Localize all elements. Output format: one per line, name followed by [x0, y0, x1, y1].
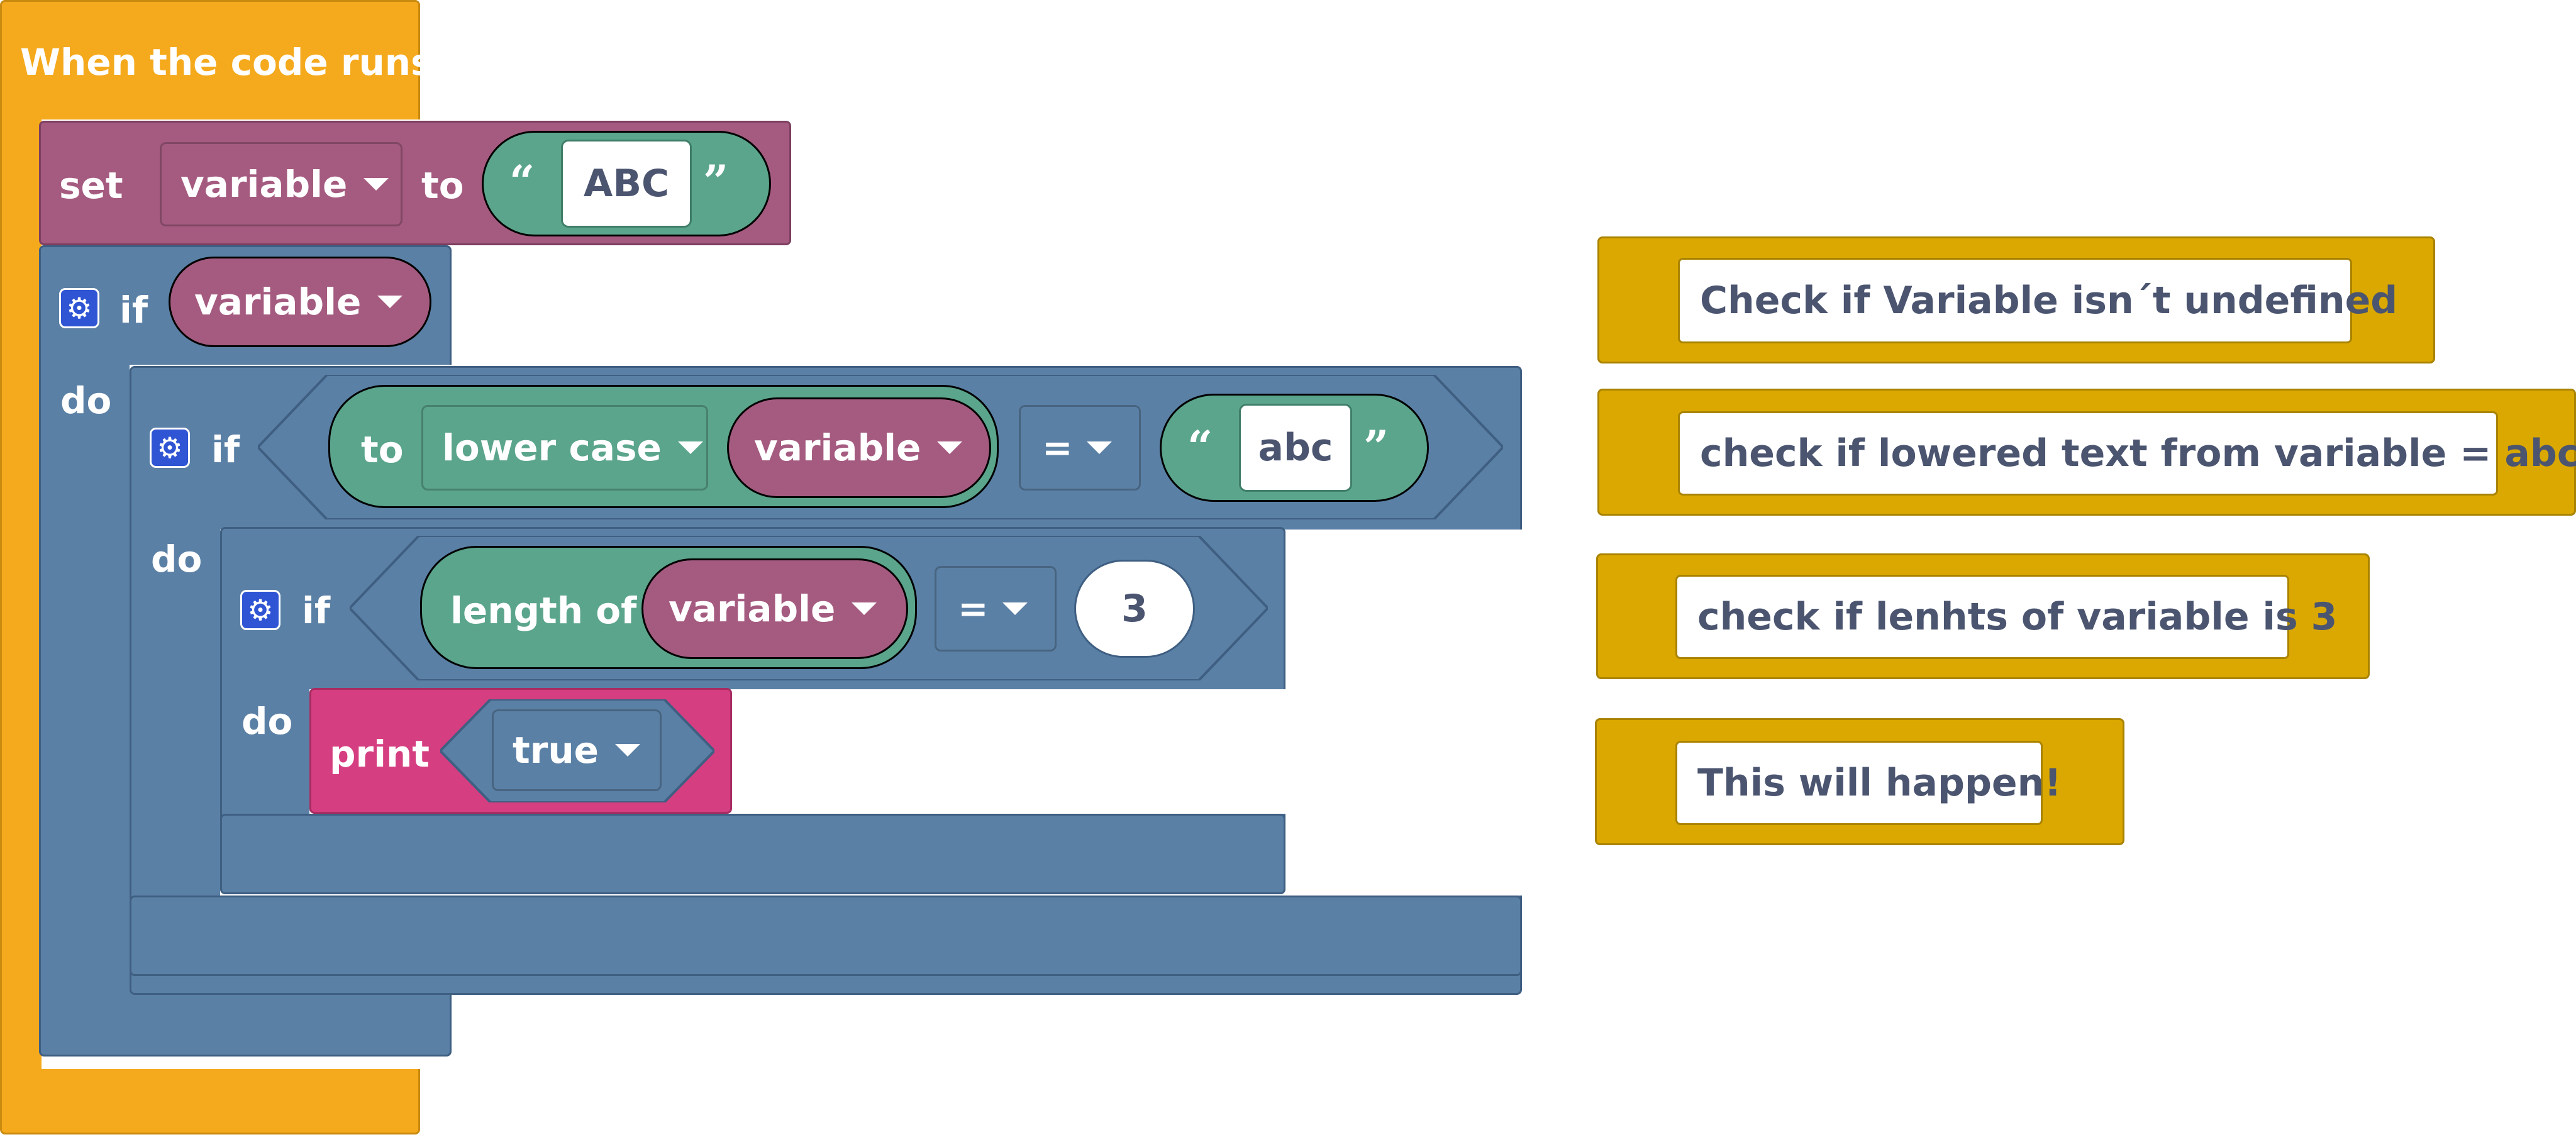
dropdown-arrow-icon: [377, 296, 403, 308]
dropdown-arrow-icon: [937, 441, 963, 454]
dropdown-label: variable: [194, 280, 362, 323]
comment-text-1[interactable]: Check if Variable isn´t undefined: [1678, 258, 2397, 343]
compare-operator-dropdown[interactable]: =: [1019, 405, 1141, 491]
comment-text-2[interactable]: check if lowered text from variable = ab…: [1678, 411, 2576, 496]
boolean-dropdown[interactable]: true: [492, 709, 662, 791]
gear-icon[interactable]: ⚙: [59, 288, 99, 328]
if-block-2-do-label: do: [151, 538, 203, 580]
dropdown-arrow-icon: [852, 602, 877, 615]
dropdown-label: variable: [669, 587, 836, 630]
if-block-3-bottom-bar: [220, 814, 1285, 894]
if-block-1-do-label: do: [60, 379, 112, 422]
dropdown-arrow-icon: [364, 178, 389, 191]
event-block-label: When the code runs: [20, 41, 433, 84]
set-label: set: [59, 164, 123, 207]
dropdown-label: true: [513, 729, 599, 772]
length-of-label: length of: [450, 589, 637, 632]
length-variable-dropdown[interactable]: variable: [648, 570, 904, 648]
dropdown-label: variable: [180, 163, 348, 206]
gear-icon[interactable]: ⚙: [150, 428, 190, 468]
if-block-1-if-label: if: [119, 289, 148, 331]
quote-open-icon: “: [509, 155, 535, 208]
gear-icon[interactable]: ⚙: [240, 590, 280, 630]
if-block-3-do-label: do: [242, 700, 293, 743]
comment-text-3[interactable]: check if lenhts of variable is 3: [1675, 575, 2337, 659]
dropdown-arrow-icon: [677, 441, 703, 454]
quote-close-icon: ”: [703, 155, 729, 208]
if-block-1-condition-variable[interactable]: [169, 257, 431, 347]
if-block-3-if-label: if: [302, 589, 331, 632]
set-text-input[interactable]: ABC: [561, 140, 692, 228]
set-variable-dropdown[interactable]: variable: [160, 142, 402, 226]
length-number-input[interactable]: 3: [1074, 560, 1195, 658]
dropdown-label: lower case: [442, 426, 662, 469]
if-block-1-variable-dropdown[interactable]: variable: [174, 263, 426, 341]
if-block-2-bottom-bar: [130, 896, 1522, 976]
print-label: print: [330, 733, 430, 775]
dropdown-label: =: [1042, 426, 1073, 469]
dropdown-arrow-icon: [1002, 602, 1028, 615]
case-dropdown[interactable]: lower case: [421, 405, 708, 491]
quote-close-icon: ”: [1363, 421, 1389, 473]
dropdown-arrow-icon: [614, 744, 640, 757]
comment-text-4[interactable]: This will happen!: [1675, 741, 2062, 825]
event-block-left-arm: [0, 113, 42, 1082]
if-block-2-if-label: if: [211, 428, 240, 471]
length-operator-dropdown[interactable]: =: [935, 566, 1057, 652]
to-case-to-label: to: [361, 428, 404, 471]
lower-case-variable-dropdown[interactable]: variable: [733, 409, 987, 487]
dropdown-label: =: [958, 587, 989, 630]
quote-open-icon: “: [1187, 421, 1213, 473]
set-to-label: to: [421, 164, 464, 207]
dropdown-arrow-icon: [1086, 441, 1112, 454]
dropdown-label: variable: [754, 426, 921, 469]
compare-text-input[interactable]: abc: [1239, 404, 1352, 492]
